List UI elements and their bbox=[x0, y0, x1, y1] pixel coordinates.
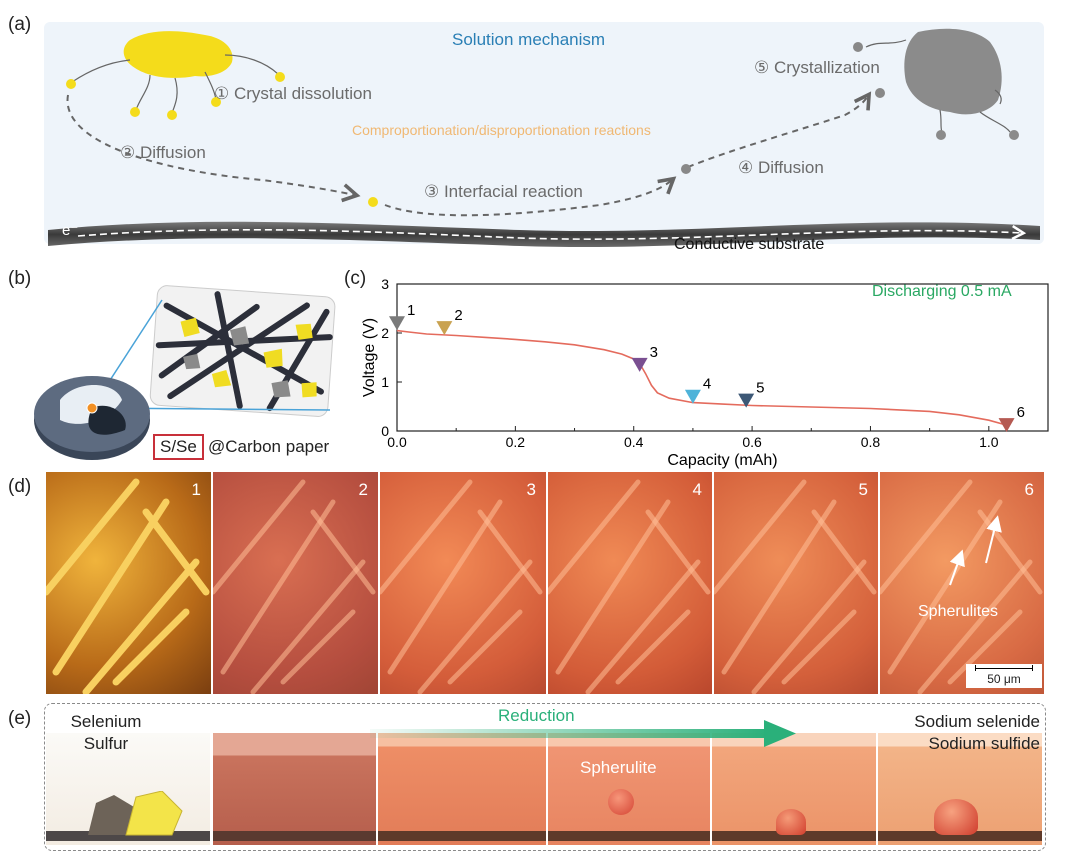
reduction-arrow bbox=[370, 720, 796, 747]
micrograph-frame-2: 2 bbox=[213, 472, 378, 694]
sim-frame-2 bbox=[213, 733, 376, 845]
step-interfacial-reaction: ③ Interfacial reaction bbox=[424, 182, 583, 201]
y-tick-label: 1 bbox=[381, 374, 389, 390]
substrate-label: Conductive substrate bbox=[674, 236, 825, 253]
x-axis-label: Capacity (mAh) bbox=[667, 452, 777, 469]
marker-1 bbox=[389, 316, 405, 331]
x-tick-label: 0.6 bbox=[742, 434, 762, 450]
panel-d-label: (d) bbox=[8, 476, 32, 497]
spherulites-label: Spherulites bbox=[918, 603, 999, 620]
sodium-sulfide-label: Sodium sulfide bbox=[928, 734, 1040, 753]
micrograph-frame-4: 4 bbox=[548, 472, 712, 694]
frame-number-1: 1 bbox=[191, 480, 201, 499]
panel-b-label: (b) bbox=[8, 268, 32, 289]
micrograph-frame-1: 1 bbox=[46, 472, 211, 694]
panel-e-label: (e) bbox=[8, 708, 32, 729]
sodium-selenide-label: Sodium selenide bbox=[914, 712, 1040, 731]
scale-bar-label: 50 μm bbox=[987, 672, 1021, 686]
panel-a-label: (a) bbox=[8, 14, 32, 35]
frame-number-3: 3 bbox=[526, 480, 536, 499]
marker-label-6: 6 bbox=[1017, 404, 1025, 421]
step-crystallization: ⑤ Crystallization bbox=[754, 58, 880, 77]
sim-frame-1 bbox=[46, 733, 210, 845]
yellow-crystal bbox=[123, 31, 233, 78]
micrograph-frame-5: 5 bbox=[714, 472, 878, 694]
panel-a-schematic bbox=[48, 28, 1040, 248]
sim-frame-4 bbox=[548, 733, 710, 845]
carbon-paper-caption: @Carbon paper bbox=[208, 437, 330, 456]
x-tick-label: 0.4 bbox=[624, 434, 644, 450]
panel-e-frame bbox=[44, 703, 1046, 851]
marker-label-2: 2 bbox=[454, 307, 462, 324]
reaction-note: Comproportionation/disproportionation re… bbox=[352, 122, 651, 138]
scale-bar-box: 50 μm bbox=[966, 664, 1042, 688]
marker-5 bbox=[738, 393, 755, 408]
spherulite-label: Spherulite bbox=[580, 758, 657, 777]
y-tick-label: 0 bbox=[381, 423, 389, 439]
electron-label: e⁻ bbox=[62, 222, 79, 239]
y-axis-label: Voltage (V) bbox=[361, 318, 378, 397]
marker-2 bbox=[436, 321, 453, 336]
sim-frame-3 bbox=[378, 733, 546, 845]
frame-number-4: 4 bbox=[692, 480, 702, 499]
selenium-label: Selenium bbox=[70, 712, 142, 731]
x-tick-label: 0.0 bbox=[387, 434, 407, 450]
discharge-curve bbox=[396, 329, 1007, 426]
marker-3 bbox=[631, 357, 648, 372]
y-tick-label: 3 bbox=[381, 276, 389, 292]
step-diffusion-left: ② Diffusion bbox=[120, 143, 206, 162]
sim-frame-5 bbox=[712, 733, 876, 845]
panel-c-label: (c) bbox=[344, 268, 367, 289]
spherulite-arrows bbox=[949, 515, 1002, 586]
frame-number-5: 5 bbox=[858, 480, 868, 499]
marker-label-3: 3 bbox=[650, 344, 658, 361]
gray-crystal bbox=[904, 28, 1002, 115]
plot-frame bbox=[396, 283, 1049, 432]
marker-label-5: 5 bbox=[756, 380, 764, 397]
panel-a-title: Solution mechanism bbox=[452, 30, 606, 49]
marker-label-4: 4 bbox=[703, 376, 711, 393]
micrograph-frame-6: 6 bbox=[880, 472, 1044, 694]
x-tick-label: 0.2 bbox=[506, 434, 526, 450]
sulfur-label: Sulfur bbox=[83, 734, 129, 753]
conductive-substrate bbox=[48, 221, 1040, 248]
marker-label-1: 1 bbox=[407, 302, 415, 319]
frame-number-6: 6 bbox=[1024, 480, 1034, 499]
x-tick-label: 0.8 bbox=[861, 434, 881, 450]
chart-annotation: Discharging 0.5 mA bbox=[872, 283, 1012, 300]
sim-frame-6 bbox=[878, 733, 1042, 845]
marker-4 bbox=[684, 389, 701, 404]
marker-6 bbox=[998, 418, 1015, 433]
x-tick-label: 1.0 bbox=[979, 434, 999, 450]
y-tick-label: 2 bbox=[381, 325, 389, 341]
micrograph-frame-3: 3 bbox=[380, 472, 546, 694]
step-crystal-dissolution: ① Crystal dissolution bbox=[214, 84, 372, 103]
reduction-label: Reduction bbox=[498, 706, 575, 725]
frame-number-2: 2 bbox=[358, 480, 368, 499]
step-diffusion-right: ④ Diffusion bbox=[738, 158, 824, 177]
carbon-paper-illustration bbox=[34, 285, 336, 460]
s-se-highlight: S/Se bbox=[153, 434, 204, 460]
